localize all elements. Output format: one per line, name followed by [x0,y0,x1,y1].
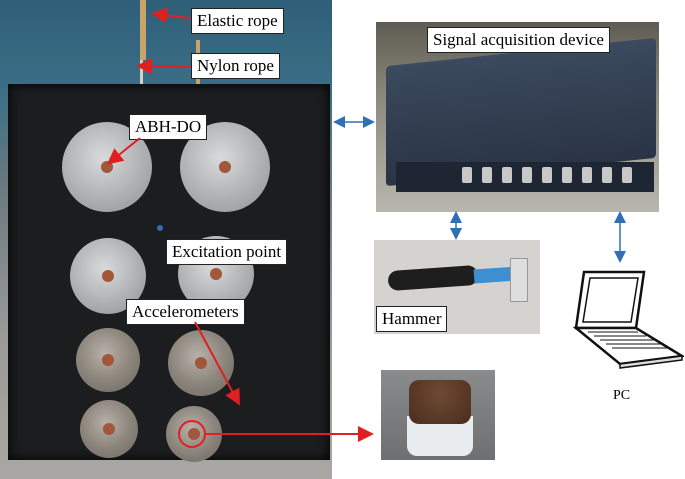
signal-acquisition-label: Signal acquisition device [427,27,610,53]
daq-photo [376,22,659,212]
bnc-connector [602,167,612,183]
bnc-connector [542,167,552,183]
bnc-connector [482,167,492,183]
abh-disk [168,330,234,396]
elastic-rope-arrow [151,7,191,24]
nylon-rope-arrow [136,58,191,75]
elastic-rope-label: Elastic rope [191,8,284,34]
bnc-connector [562,167,572,183]
nylon-rope-label: Nylon rope [191,53,280,79]
bnc-connector [522,167,532,183]
abh-disk [80,400,138,458]
laptop-icon [572,270,684,369]
accelerometer-mass [409,380,471,424]
accelerometers-arrow [194,321,240,406]
bnc-connector [622,167,632,183]
hammer-head [510,258,528,302]
pc-label: PC [613,388,631,403]
excitation-point-label: Excitation point [166,239,288,265]
accelerometer-highlight-circle [178,420,206,448]
abh-disk [76,328,140,392]
bnc-connector [582,167,592,183]
excitation-point-marker [157,225,163,231]
hammer-label: Hammer [376,306,448,332]
nylon-rope [140,60,143,90]
abh-do-label: ABH-DO [129,114,208,140]
bnc-connector [502,167,512,183]
accelerometer-closeup-photo [381,370,495,460]
elastic-rope [140,0,146,60]
bnc-connector [462,167,472,183]
abh-do-arrow [106,137,141,165]
accelerometers-label: Accelerometers [126,299,245,325]
